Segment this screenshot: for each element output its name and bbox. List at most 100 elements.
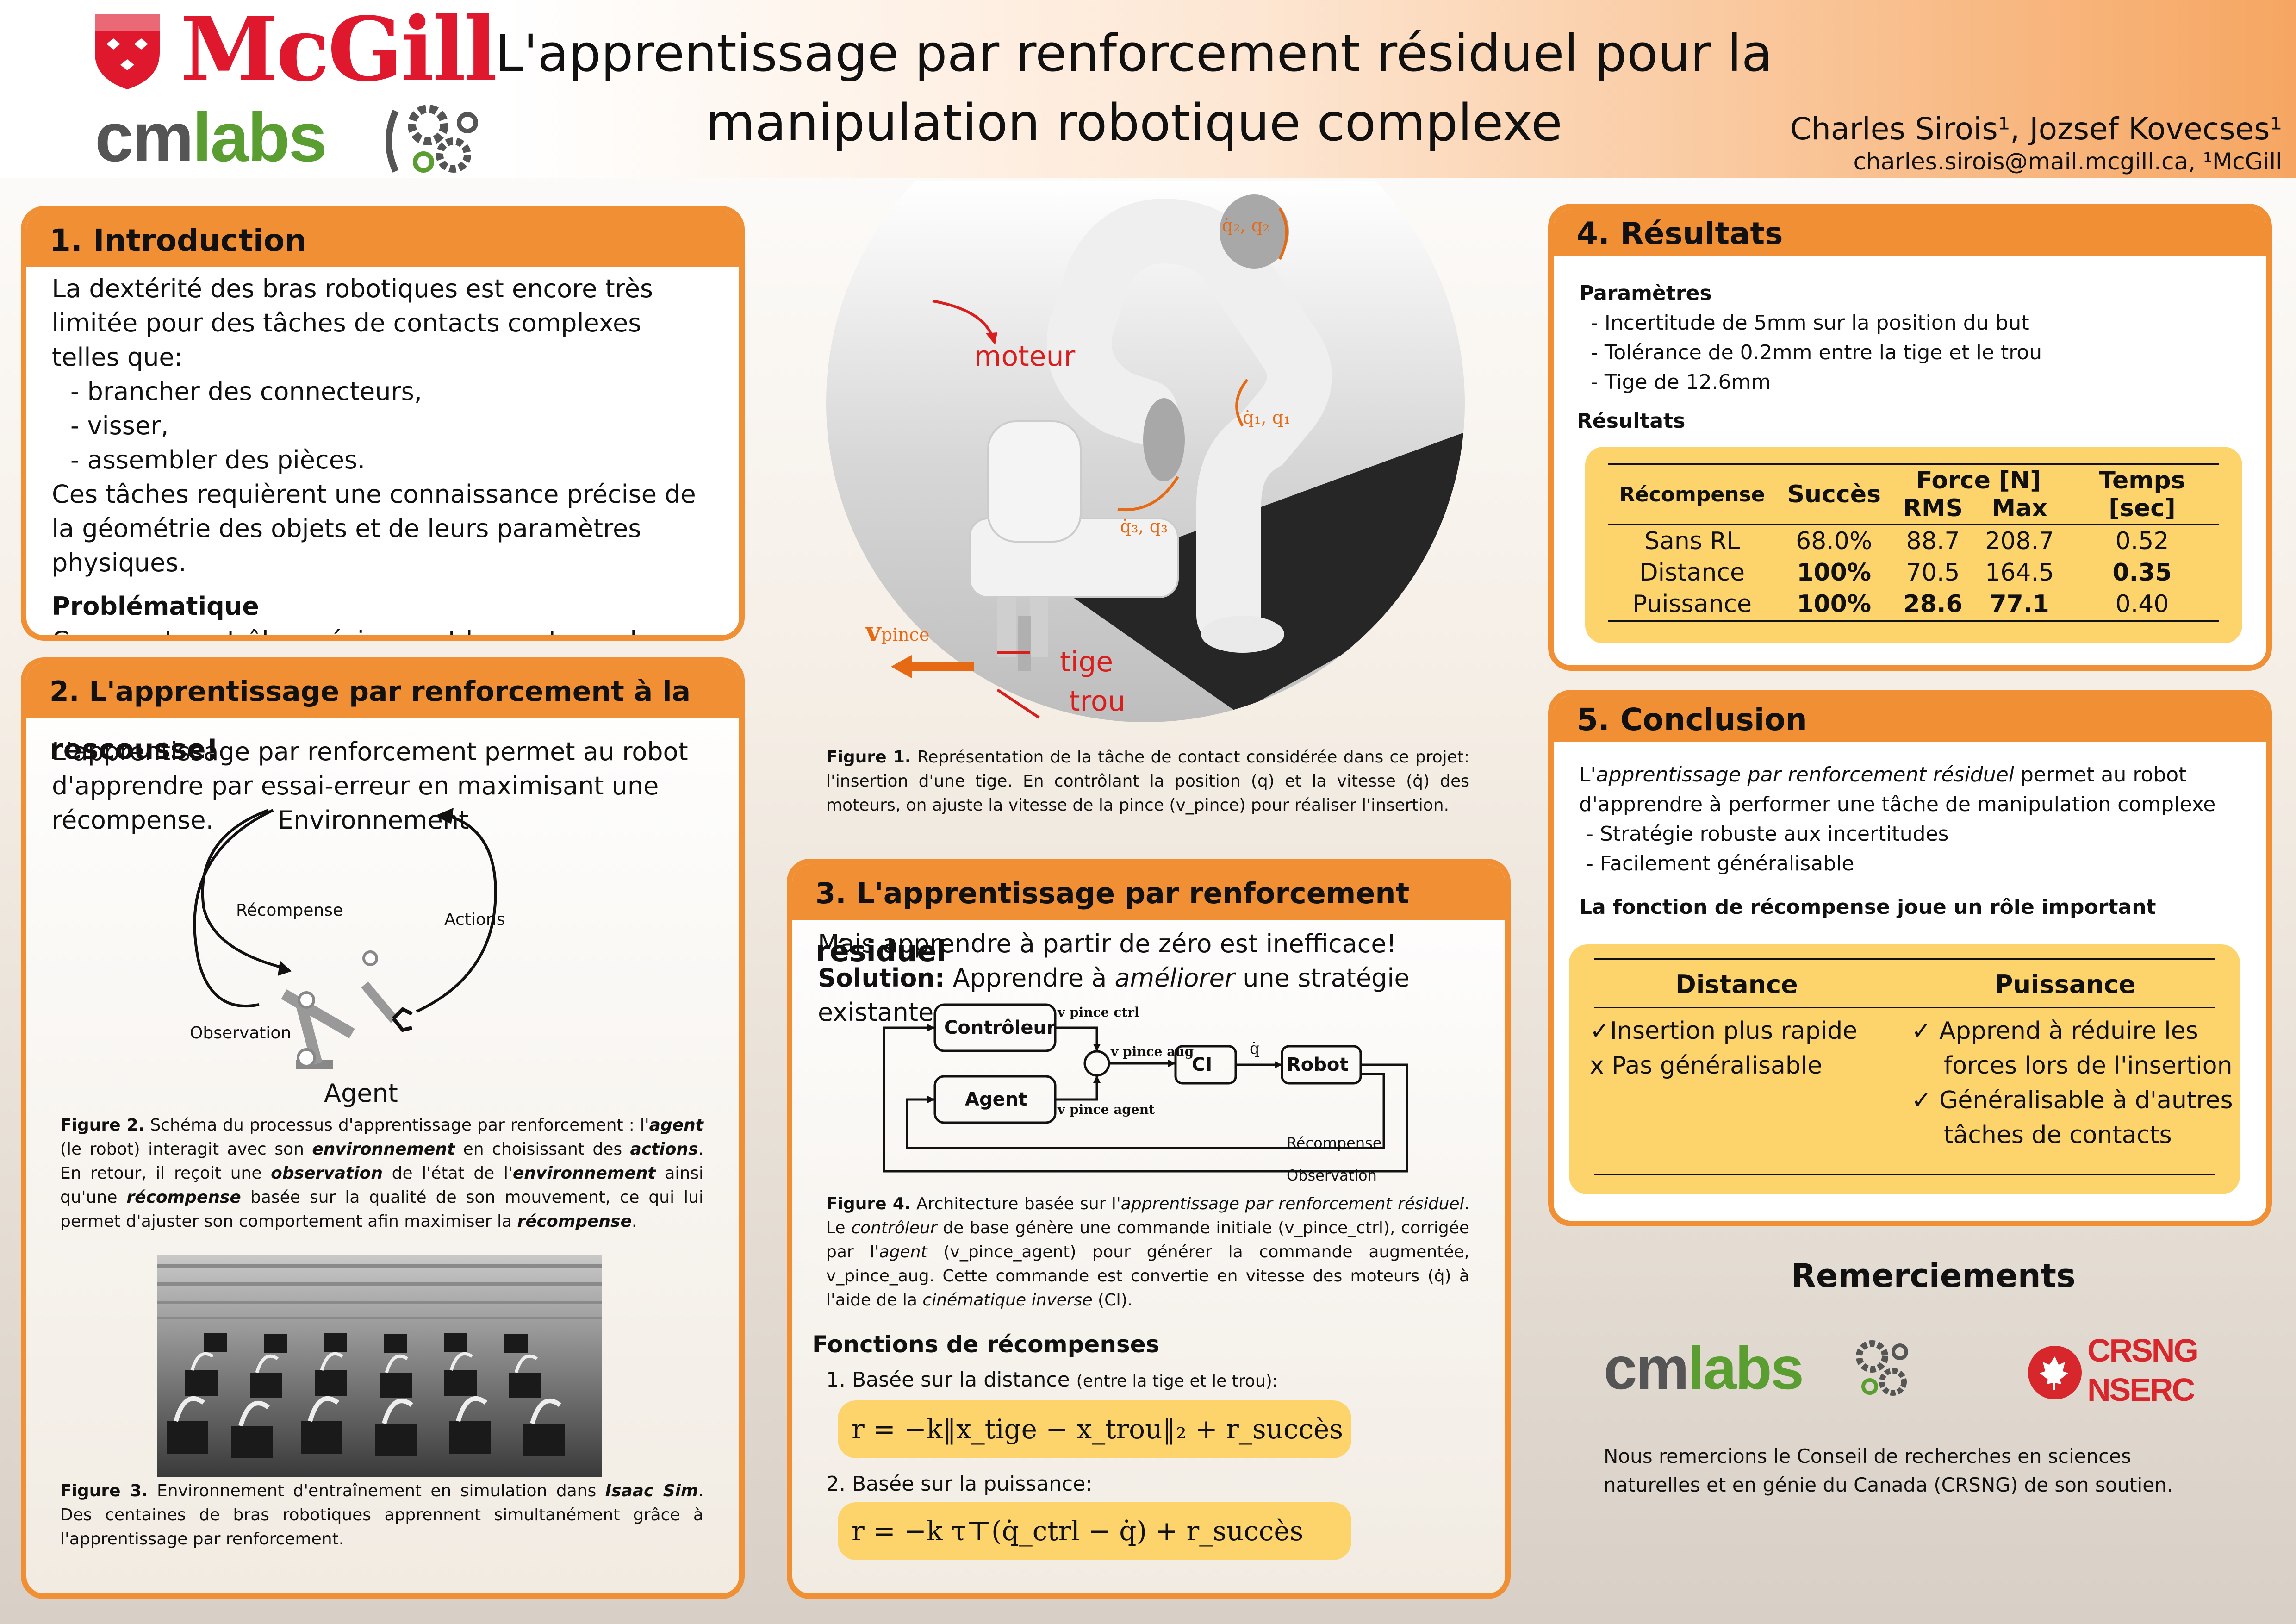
conclusion-paragraph: L'apprentissage par renforcement résidue…: [1579, 760, 2241, 819]
isaac-sim-image: [157, 1255, 602, 1477]
fig3-isaac: Isaac Sim: [605, 1481, 698, 1500]
problem-text: Comment contrôler précisement les moteur…: [52, 626, 653, 641]
fig2-agent: agent: [649, 1116, 703, 1135]
robot-link-1: [295, 999, 323, 1065]
robot-arm-figure: [826, 181, 1465, 722]
results-heading: 4. Résultats: [1554, 209, 2266, 256]
conclusion-item-1: - Stratégie robuste aux incertitudes: [1586, 822, 1949, 846]
param-2: - Tolérance de 0.2mm entre la tige et le…: [1591, 341, 2042, 364]
label-observation: Observation: [190, 1024, 292, 1043]
conc-a: L': [1579, 763, 1596, 787]
fig4-label: Figure 4.: [826, 1194, 911, 1213]
cell: 0.40: [2115, 590, 2169, 618]
fig4-e: (CI).: [1092, 1291, 1133, 1310]
gripper-icon: [392, 1007, 413, 1032]
col-distance: Distance: [1675, 970, 1798, 999]
label-reward: Récompense: [236, 901, 343, 920]
fig2-text-d: . En retour, il reçoit une: [60, 1140, 703, 1183]
cmlabs-gear-icon: [386, 105, 478, 173]
cell: 0.35: [2112, 559, 2172, 587]
label-q3: q̇₃, q₃: [1120, 516, 1168, 537]
label-trou: trou: [1069, 685, 1126, 718]
label-controller: Contrôleur: [944, 1017, 1056, 1038]
label-robot: Robot: [1287, 1054, 1349, 1075]
thanks-text: Nous remercions le Conseil de recherches…: [1604, 1445, 2173, 1496]
intro-paragraph-1: La dextérité des bras robotiques est enc…: [52, 274, 653, 372]
formula-power: r = −k τ⊤(q̇_ctrl − q̇) + r_succès: [838, 1502, 1351, 1560]
cmlabs-labs: labs: [192, 98, 327, 176]
cmlabs-cm: cm: [95, 98, 194, 176]
th-rms: RMS: [1903, 494, 1963, 522]
label-agent-block: Agent: [965, 1089, 1027, 1110]
signal-v-agent: v pince agent: [1058, 1102, 1155, 1117]
reward-functions-title: Fonctions de récompenses: [812, 1331, 1160, 1358]
fig4-i2: contrôleur: [851, 1218, 937, 1237]
table-row: Distance 100% 70.5 164.5 0.35: [1608, 557, 2219, 588]
fig2-rew2: récompense: [517, 1212, 632, 1231]
solution-label: Solution:: [818, 963, 945, 993]
power-pro-2a: ✓ Généralisable à d'autres: [1911, 1087, 2233, 1114]
feedback-observation: Observation: [1287, 1167, 1377, 1184]
col-power: Puissance: [1995, 970, 2136, 999]
cmlabs-logo-thanks: cmlabs: [1604, 1333, 1804, 1403]
joint-2: [1220, 194, 1289, 269]
v-symbol: v: [865, 616, 881, 647]
params-title: Paramètres: [1579, 281, 1712, 305]
title-line-1: L'apprentissage par renforcement résidue…: [495, 24, 1773, 83]
fig2-rew: récompense: [126, 1188, 241, 1207]
cell: 68.0%: [1796, 527, 1873, 555]
intro-item-3: - assembler des pièces.: [70, 445, 366, 475]
label-environment: Environnement: [278, 806, 469, 835]
residual-line-2: Solution: Apprendre à améliorer une stra…: [818, 961, 1480, 1030]
residual-heading: 3. L'apprentissage par renforcement rési…: [792, 864, 1505, 968]
th-success: Succès: [1787, 481, 1881, 508]
residual-line-1: Mais apprendre à partir de zéro est inef…: [818, 929, 1397, 958]
fig1-caption-text: Représentation de la tâche de contact co…: [826, 748, 1469, 815]
conclusion-heading: 5. Conclusion: [1554, 695, 2266, 742]
fig3-label: Figure 3.: [60, 1481, 148, 1500]
fig4-i1: apprentissage par renforcement résiduel: [1120, 1194, 1464, 1213]
results-table: Récompense Succès Force [N] Temps [sec] …: [1608, 463, 2219, 622]
rl-loop-diagram: [193, 808, 497, 1069]
intro-heading: 1. Introduction: [26, 212, 739, 267]
figure-2-caption: Figure 2. Schéma du processus d'apprenti…: [60, 1113, 703, 1234]
conclusion-item-2: - Facilement généralisable: [1586, 852, 1854, 875]
arrow-actions: [416, 813, 497, 1013]
cell: Sans RL: [1644, 527, 1740, 555]
robot-link-3: [361, 981, 398, 1023]
arrow-reward: [201, 809, 283, 969]
solution-c: une stratégie existante: [818, 963, 1410, 1027]
fig2-obs: observation: [271, 1164, 383, 1183]
nserc-text: NSERC: [2087, 1372, 2195, 1408]
feedback-reward: Récompense: [1287, 1134, 1382, 1152]
fig2-env: environnement: [312, 1140, 455, 1159]
power-pro-1b: forces lors de l'insertion: [1944, 1052, 2233, 1080]
hole-block: [1006, 707, 1045, 722]
fig2-text-e: de l'état de l': [382, 1164, 513, 1183]
th-reward: Récompense: [1619, 482, 1765, 506]
fig2-text-c: en choisissant des: [455, 1140, 630, 1159]
label-q2: q̇₂, q₂: [1222, 215, 1270, 236]
poster-title: L'apprentissage par renforcement résidue…: [486, 19, 1782, 157]
q2-arrow: [1278, 207, 1288, 260]
fig2-actions: actions: [630, 1140, 698, 1159]
signal-v-ctrl: v pince ctrl: [1058, 1005, 1139, 1020]
signal-q-dot: q̇: [1250, 1039, 1260, 1058]
thanks-heading: Remerciements: [1791, 1257, 2076, 1295]
cell: 0.52: [2115, 527, 2169, 555]
signal-v-aug: v pince aug: [1111, 1044, 1194, 1059]
conc-b: permet au robot d'apprendre à performer …: [1579, 763, 2216, 816]
table-row: Sans RL 68.0% 88.7 208.7 0.52: [1608, 525, 2219, 557]
fig2-text-b: (le robot) interagit avec son: [60, 1140, 312, 1159]
distance-pro: ✓Insertion plus rapide: [1590, 1017, 1858, 1045]
fig2-env2: environnement: [512, 1164, 656, 1183]
intro-item-1: - brancher des connecteurs,: [70, 377, 422, 406]
residual-block-diagram: [883, 1003, 1408, 1173]
q3-arrow: [1117, 476, 1179, 512]
fig4-i4: cinématique inverse: [922, 1291, 1093, 1310]
trou-arrow: [996, 688, 1040, 719]
joint-motor: [1143, 398, 1185, 481]
label-agent: Agent: [324, 1079, 398, 1108]
rl-paragraph: L'apprentissage par renforcement permet …: [52, 737, 688, 835]
fig4-b: . Le: [826, 1194, 1469, 1237]
